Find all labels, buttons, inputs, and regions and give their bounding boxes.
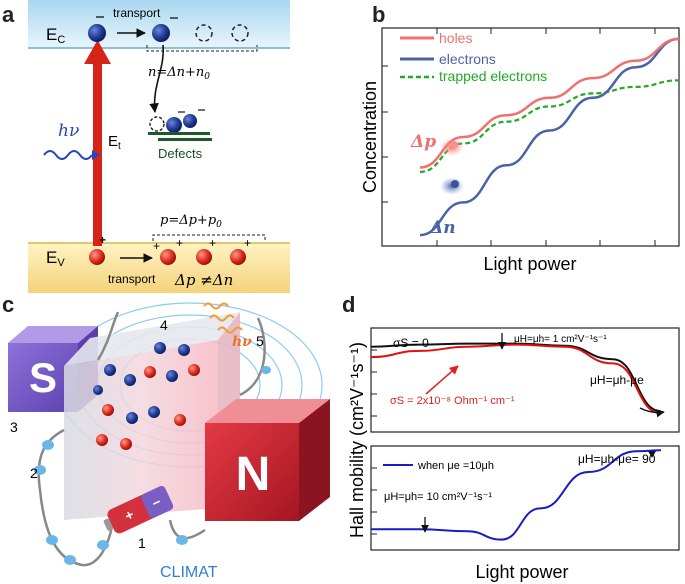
panel-d: d Hall mobility (cm²V⁻¹s⁻¹) Light power … bbox=[342, 292, 680, 582]
c-hv-label: hν bbox=[232, 334, 252, 350]
panel-d-letter: d bbox=[342, 292, 355, 317]
panel-b-xlabel: Light power bbox=[483, 254, 576, 274]
series-trapped-electrons bbox=[419, 79, 680, 173]
photon-wave bbox=[43, 150, 93, 160]
panel-b-letter: b bbox=[372, 2, 385, 27]
panel-d-top-axes bbox=[370, 327, 680, 433]
excitation-arrow bbox=[93, 60, 102, 246]
wire-beads bbox=[34, 366, 271, 565]
panel-c: c S bbox=[2, 292, 330, 581]
svg-text:+: + bbox=[176, 236, 183, 250]
label-5: 5 bbox=[256, 333, 264, 349]
ev-label: EV bbox=[46, 248, 65, 269]
dp-label: Δp bbox=[410, 132, 436, 152]
battery: + − bbox=[103, 486, 174, 534]
series-holes bbox=[419, 37, 680, 169]
transport-bottom: transport bbox=[108, 272, 156, 286]
n-equation: n=Δn+n0 bbox=[148, 65, 210, 82]
sigma-label: σS = 2x10⁻⁸ Ohm⁻¹ cm⁻¹ bbox=[390, 395, 515, 407]
plate-carriers bbox=[93, 342, 200, 450]
label-3: 3 bbox=[10, 419, 18, 435]
panel-b-curves bbox=[419, 37, 680, 237]
light-waves bbox=[203, 302, 243, 334]
sigma0-label: σS = 0 bbox=[393, 336, 429, 350]
s-label: S bbox=[29, 354, 57, 401]
panel-d-top-ticks bbox=[371, 349, 377, 417]
series-mu-e-10mu-h bbox=[371, 449, 662, 541]
panel-d-bottom-axes bbox=[370, 445, 680, 551]
bottom-mu-eq: μH=μh= 10 cm²V⁻¹s⁻¹ bbox=[384, 491, 492, 503]
neq-label: Δp ≠Δn bbox=[174, 271, 233, 289]
svg-text:+: + bbox=[209, 236, 216, 250]
p-equation: p=Δp+p0 bbox=[160, 213, 222, 230]
et-label: Et bbox=[108, 133, 121, 152]
bottom-mu-90: μH=μh-μe= 90 bbox=[578, 452, 656, 466]
series-electrons bbox=[419, 37, 680, 237]
panel-a-letter: a bbox=[2, 2, 15, 27]
legend-trapped: trapped electrons bbox=[439, 68, 547, 84]
top-mu-diff: μH=μh-μe bbox=[590, 373, 644, 387]
defects-label: Defects bbox=[158, 146, 203, 161]
bottom-legend: when μe =10μh bbox=[417, 460, 494, 472]
legend-holes: holes bbox=[439, 30, 472, 46]
label-1: 1 bbox=[138, 535, 146, 551]
label-4: 4 bbox=[160, 317, 168, 333]
panel-b: b Concentration Light power holes electr… bbox=[360, 2, 680, 274]
transport-top: transport bbox=[113, 6, 161, 20]
panel-b-ticks bbox=[382, 28, 656, 246]
svg-text:+: + bbox=[99, 233, 106, 247]
panel-c-letter: c bbox=[2, 292, 14, 317]
panel-d-curves bbox=[370, 342, 662, 541]
top-mu-eq: μH=μh= 1 cm²V⁻¹s⁻¹ bbox=[514, 334, 607, 345]
svg-text:+: + bbox=[153, 239, 160, 253]
hole bbox=[89, 249, 105, 265]
panel-a: a EC EV hν transport n=Δn+n0 bbox=[2, 0, 290, 293]
series-sigma-nonzero bbox=[370, 343, 662, 415]
n-magnet: N bbox=[205, 399, 330, 521]
climat-label: CLIMAT bbox=[160, 564, 218, 581]
ec-label: EC bbox=[46, 25, 65, 46]
dn-label: Δn bbox=[429, 218, 456, 238]
panel-d-bottom-ticks bbox=[371, 467, 377, 535]
label-2: 2 bbox=[30, 465, 38, 481]
n-label: N bbox=[236, 448, 271, 501]
panel-d-xlabel: Light power bbox=[475, 562, 568, 582]
valence-band bbox=[28, 243, 290, 293]
panel-d-ylabel: Hall mobility (cm²V⁻¹s⁻¹) bbox=[347, 342, 367, 538]
electron bbox=[152, 24, 170, 42]
hv-label: hν bbox=[58, 121, 79, 141]
svg-text:+: + bbox=[244, 236, 251, 250]
panel-b-axes bbox=[381, 27, 680, 247]
legend-electrons: electrons bbox=[439, 51, 496, 67]
panel-b-ylabel: Concentration bbox=[360, 81, 380, 193]
electron bbox=[88, 24, 106, 42]
